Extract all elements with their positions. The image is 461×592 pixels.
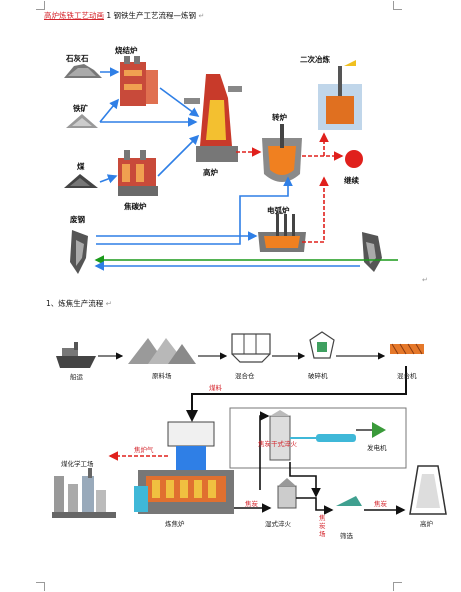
label-crusher: 破碎机 <box>308 372 328 380</box>
continuous-casting-icon <box>345 150 363 168</box>
label-coke-yard: 焦炭场 <box>319 514 326 538</box>
generator-icon <box>356 422 386 438</box>
label-electric-arc-furnace: 电弧炉 <box>267 206 290 215</box>
raw-material-yard-icon <box>128 338 196 364</box>
crop-mark-top-left <box>36 1 45 10</box>
scrap-steel-icon <box>70 230 88 274</box>
heading-text: 1 钢铁生产工艺流程—炼钢 <box>106 11 197 20</box>
animation-link[interactable]: 高炉炼铁工艺动画 <box>44 11 104 20</box>
wet-quench-tower-icon <box>277 478 297 509</box>
label-coal-chemical-plant: 煤化学工场 <box>61 460 94 468</box>
section-title-text: 1、炼焦生产流程 <box>46 299 104 308</box>
label-coke-1: 焦炭 <box>245 500 258 508</box>
limestone-pile-icon <box>64 64 102 78</box>
coal-chemical-plant-icon <box>52 468 116 518</box>
label-coal: 煤 <box>77 162 85 171</box>
label-wet-quench: 湿式淬火 <box>265 520 291 528</box>
label-secondary-refining: 二次冶炼 <box>300 55 330 64</box>
coal-pile-icon <box>64 174 98 188</box>
label-coke-oven: 焦碳炉 <box>124 202 147 211</box>
label-converter: 转炉 <box>272 113 287 122</box>
crop-mark-bottom-left <box>36 582 45 591</box>
paragraph-mark: ↵ <box>422 276 428 284</box>
crop-mark-bottom-right <box>393 582 402 591</box>
label-raw-yard: 原料场 <box>152 372 172 380</box>
label-shipping: 船运 <box>70 373 83 381</box>
mixer-icon <box>390 343 424 355</box>
sinter-furnace-icon <box>120 56 158 106</box>
label-limestone: 石灰石 <box>66 54 89 63</box>
cargo-ship-icon <box>56 342 96 368</box>
paragraph-mark: ↵ <box>105 299 112 308</box>
label-coke-2: 焦炭 <box>374 500 387 508</box>
crusher-icon <box>309 331 335 359</box>
label-coke-oven: 炼焦炉 <box>165 520 185 528</box>
label-blast-furnace: 高炉 <box>420 520 433 528</box>
label-sinter-furnace: 烧结炉 <box>115 46 138 55</box>
label-generator: 发电机 <box>367 444 387 452</box>
label-coke-dry-quench: 焦炭干式淬火 <box>258 440 297 448</box>
label-scrap-steel: 废钢 <box>70 215 85 224</box>
paragraph-mark: ↵ <box>198 12 205 20</box>
screening-conveyor-icon <box>336 496 362 506</box>
label-blending-bin: 混合仓 <box>235 372 255 380</box>
iron-ore-pile-icon <box>66 114 98 128</box>
secondary-refining-icon <box>318 60 362 130</box>
document-heading: 高炉炼铁工艺动画 1 钢铁生产工艺流程—炼钢 ↵ <box>44 11 204 21</box>
coke-oven-icon <box>118 150 158 196</box>
section-title-coking: 1、炼焦生产流程 ↵ <box>46 298 112 309</box>
coke-oven-battery-icon <box>134 421 234 514</box>
electric-arc-furnace-icon <box>258 214 306 252</box>
label-mixer: 混合机 <box>397 372 417 380</box>
label-continuous-casting: 继续 <box>344 176 359 185</box>
blast-furnace-icon-2 <box>409 465 447 515</box>
label-iron-ore: 铁矿 <box>73 104 88 113</box>
scrap-steel-icon-right <box>362 232 382 272</box>
label-coke-oven-gas: 焦炉气 <box>134 446 154 454</box>
converter-icon <box>262 124 302 182</box>
label-screening: 筛选 <box>340 532 353 540</box>
label-coal-blend: 煤料 <box>209 384 222 392</box>
heat-exchanger-icon <box>290 434 356 442</box>
crop-mark-top-right <box>393 1 402 10</box>
label-blast-furnace: 高炉 <box>203 168 218 177</box>
blending-bin-icon <box>231 333 271 363</box>
blast-furnace-icon <box>184 74 242 162</box>
dry-quench-tower-icon <box>269 410 291 461</box>
